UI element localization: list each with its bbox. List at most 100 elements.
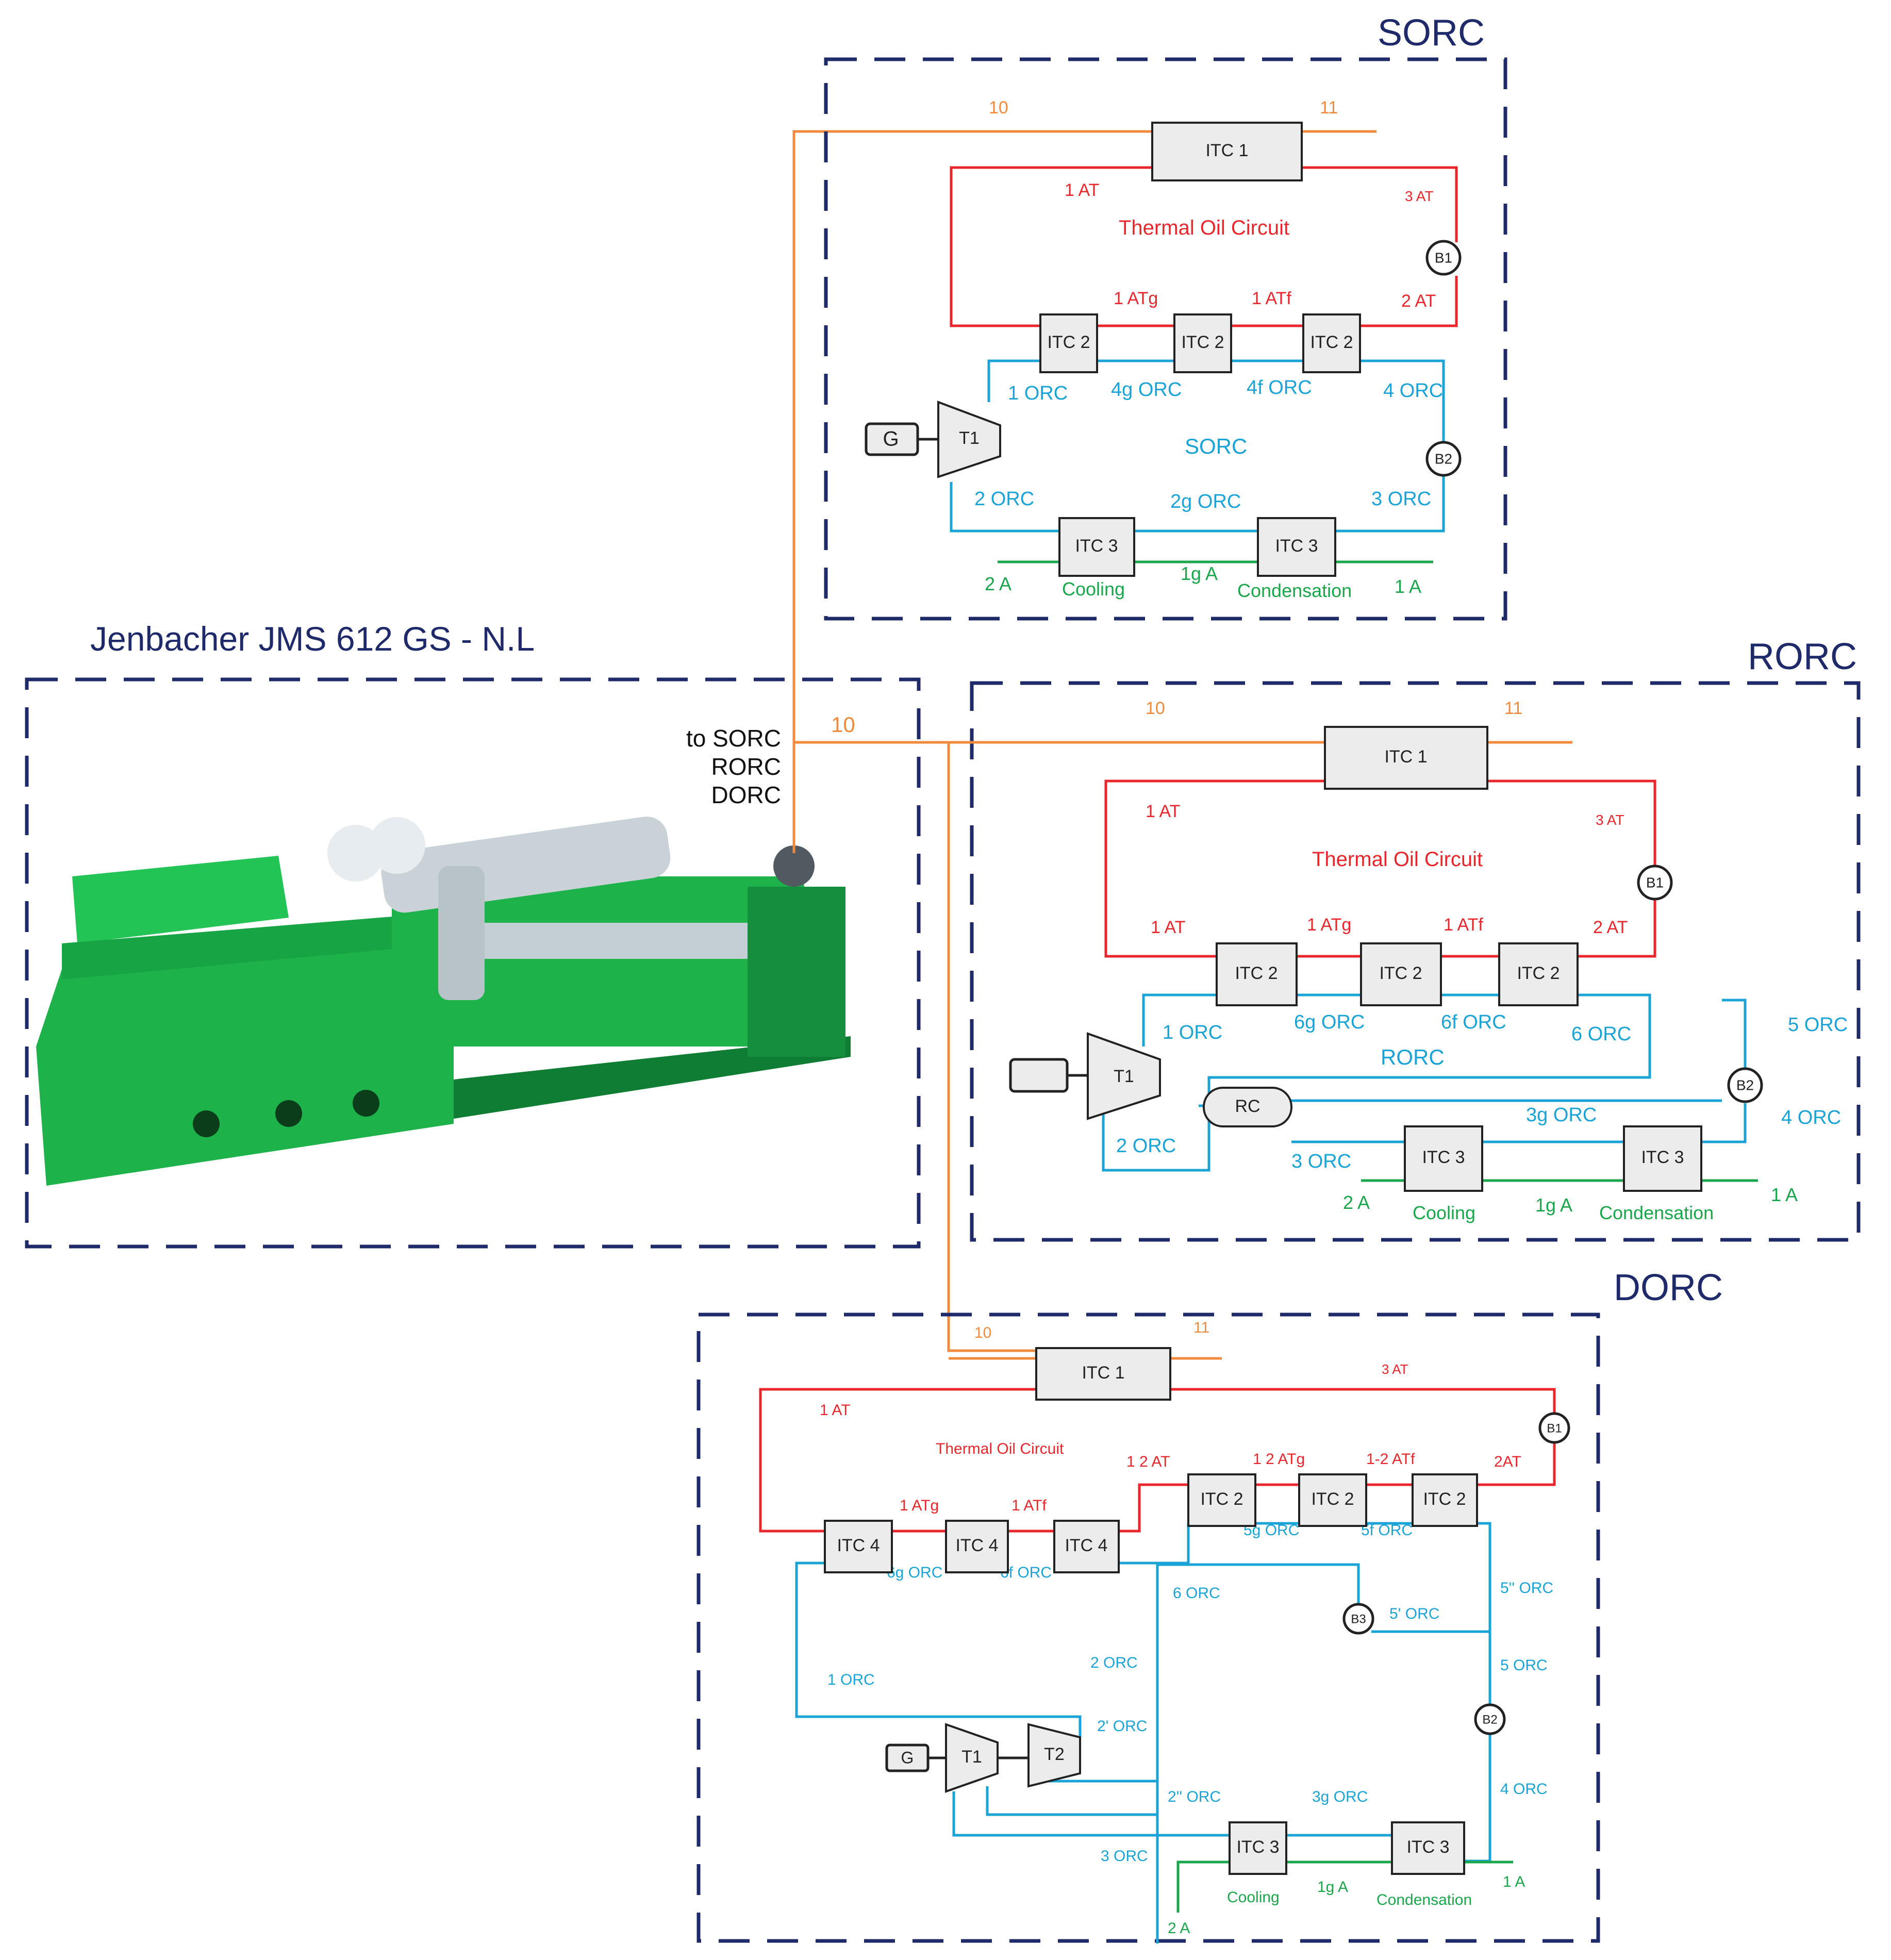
- sorc-oil-line: [950, 166, 1458, 327]
- sorc-pump1-label: B1: [1435, 250, 1452, 265]
- sorc-cooling-label: Cooling: [1062, 578, 1125, 600]
- dorc-oil-1f: 1 ATf: [1011, 1497, 1047, 1514]
- rorc-condensation-label: Condensation: [1599, 1202, 1714, 1223]
- rorc-title: RORC: [1748, 636, 1857, 677]
- dorc-orc-6: 6 ORC: [1173, 1585, 1220, 1602]
- rorc-pump2-icon: [1727, 1067, 1763, 1103]
- dorc-pump1-icon: [1538, 1412, 1570, 1444]
- dorc-oil-12f: 1-2 ATf: [1366, 1451, 1415, 1468]
- rorc-exh-out-label: 11: [1504, 699, 1522, 718]
- rorc-oil-1f: 1 ATf: [1444, 915, 1483, 935]
- dorc-title: DORC: [1614, 1267, 1723, 1308]
- sorc-air-1g: 1g A: [1181, 563, 1218, 584]
- sorc-itc1-label: ITC 1: [1205, 141, 1248, 160]
- sorc-turbine-icon: [937, 401, 1001, 478]
- dorc-air-2: 2 A: [1168, 1920, 1190, 1937]
- dorc-oil-line: [759, 1388, 1556, 1533]
- sorc-itc3a-label: ITC 3: [1075, 536, 1118, 556]
- sorc-exh-in-label: 10: [989, 98, 1008, 118]
- rorc-orc-6g: 6g ORC: [1294, 1011, 1365, 1033]
- dorc-orc-4: 4 ORC: [1500, 1781, 1548, 1798]
- rorc-section: RORC 10 11 1 AT 3 AT Thermal Oil Circuit…: [954, 636, 1861, 1242]
- sorc-orc-4g: 4g ORC: [1111, 379, 1182, 401]
- rorc-orc-3g: 3g ORC: [1526, 1104, 1597, 1126]
- dorc-section: DORC 10 11 1 AT 3 AT Thermal Oil Circuit…: [696, 1267, 1723, 1944]
- sorc-cycle-label: SORC: [1185, 434, 1247, 458]
- rorc-cycle-label: RORC: [1381, 1045, 1445, 1069]
- rorc-orc-4: 4 ORC: [1781, 1107, 1841, 1128]
- dorc-itc2c-label: ITC 2: [1423, 1489, 1466, 1509]
- sorc-orc-2: 2 ORC: [974, 488, 1034, 510]
- rorc-air-1g: 1g A: [1535, 1194, 1572, 1216]
- sorc-oil-1: 1 AT: [1065, 180, 1099, 200]
- dorc-orc-2pp: 2'' ORC: [1168, 1788, 1221, 1805]
- sorc-pump2-label: B2: [1435, 451, 1452, 467]
- dorc-itc4b-label: ITC 4: [955, 1536, 998, 1555]
- dorc-oil-12: 1 2 AT: [1126, 1453, 1170, 1470]
- dorc-itc3b-label: ITC 3: [1406, 1837, 1449, 1857]
- to-label-rorc: RORC: [711, 753, 781, 780]
- dorc-pump2-label: B2: [1482, 1713, 1497, 1726]
- sorc-itc2a-label: ITC 2: [1047, 333, 1090, 352]
- dorc-frame: [696, 1313, 1600, 1943]
- sorc-oil-3: 3 AT: [1405, 188, 1434, 204]
- dorc-pump1-label: B1: [1547, 1421, 1562, 1435]
- rorc-oil-3: 3 AT: [1596, 812, 1624, 828]
- dorc-itc3a-label: ITC 3: [1236, 1837, 1279, 1857]
- rorc-itc1-label: ITC 1: [1384, 747, 1427, 767]
- rorc-frame: [970, 681, 1861, 1242]
- dorc-pump3-label: B3: [1351, 1612, 1366, 1626]
- rorc-orc-6: 6 ORC: [1571, 1023, 1631, 1045]
- dorc-orc-6g: 6g ORC: [887, 1564, 942, 1581]
- dorc-itc2b-box: [1298, 1473, 1367, 1527]
- sorc-air-2: 2 A: [985, 573, 1011, 594]
- to-label-sorc: to SORC: [686, 725, 781, 752]
- rorc-oil-2: 2 AT: [1593, 918, 1628, 937]
- engine-frame: [25, 677, 921, 1249]
- rorc-itc2b-label: ITC 2: [1379, 964, 1422, 983]
- dorc-itc1-box: [1035, 1347, 1171, 1401]
- dorc-itc4b-box: [945, 1520, 1009, 1573]
- sorc-itc2b-label: ITC 2: [1181, 333, 1224, 352]
- rorc-exh-in-label: 10: [1146, 699, 1165, 718]
- dorc-pump3-icon: [1342, 1603, 1374, 1635]
- dorc-generator-label: G: [901, 1748, 914, 1767]
- dorc-orc-5f: 5f ORC: [1361, 1522, 1413, 1539]
- rorc-itc3a-box: [1404, 1125, 1483, 1192]
- sorc-title: SORC: [1378, 12, 1485, 54]
- rorc-pump1-icon: [1637, 865, 1673, 901]
- sorc-itc1-box: [1151, 122, 1303, 181]
- dorc-oil-1g: 1 ATg: [900, 1497, 939, 1514]
- dorc-air-line: [1176, 1861, 1513, 1913]
- rorc-itc2b-box: [1360, 942, 1442, 1006]
- engine-title: Jenbacher JMS 612 GS - N.L: [90, 620, 535, 658]
- sorc-itc3b-box: [1257, 517, 1336, 577]
- sorc-orc-1: 1 ORC: [1008, 383, 1068, 404]
- rorc-air-2: 2 A: [1343, 1192, 1370, 1213]
- sorc-itc2c-label: ITC 2: [1310, 333, 1353, 352]
- rorc-recuperator-box: [1203, 1087, 1292, 1127]
- rorc-itc2c-label: ITC 2: [1517, 964, 1560, 983]
- rorc-itc2a-label: ITC 2: [1235, 964, 1278, 983]
- rorc-orc-2: 2 ORC: [1116, 1135, 1176, 1157]
- engine-section: Jenbacher JMS 612 GS - N.L 10 to SORC RO…: [25, 130, 1036, 1352]
- rorc-pump2-label: B2: [1736, 1077, 1754, 1093]
- rorc-itc2c-box: [1498, 942, 1579, 1006]
- sorc-exh-out-label: 11: [1320, 98, 1338, 118]
- dorc-itc4a-label: ITC 4: [837, 1536, 880, 1555]
- dorc-itc2a-box: [1187, 1473, 1256, 1527]
- rorc-recuperator-label: RC: [1235, 1097, 1260, 1116]
- dorc-orc-5p: 5' ORC: [1389, 1605, 1439, 1622]
- rorc-oil-line: [1104, 779, 1656, 958]
- dorc-oil-3: 3 AT: [1382, 1361, 1408, 1377]
- rorc-cooling-label: Cooling: [1413, 1202, 1475, 1223]
- rorc-generator-icon: [1009, 1058, 1069, 1093]
- dorc-orc-5pp: 5'' ORC: [1500, 1580, 1553, 1597]
- dorc-pump2-icon: [1474, 1703, 1506, 1735]
- dorc-orc-3: 3 ORC: [1101, 1848, 1148, 1865]
- sorc-itc2c-box: [1302, 313, 1361, 373]
- dorc-condensation-label: Condensation: [1376, 1891, 1472, 1908]
- dorc-oil-12g: 1 2 ATg: [1253, 1451, 1305, 1468]
- sorc-orc-2g: 2g ORC: [1170, 491, 1241, 512]
- dorc-itc2a-label: ITC 2: [1200, 1489, 1243, 1509]
